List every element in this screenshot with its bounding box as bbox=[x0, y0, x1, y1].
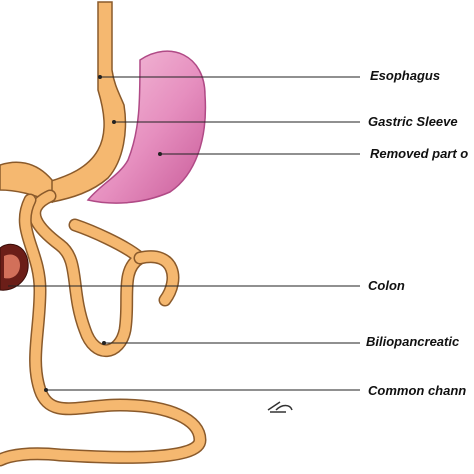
label-removed-part: Removed part o bbox=[370, 146, 469, 161]
label-biliopancreatic: Biliopancreatic bbox=[366, 334, 460, 349]
label-esophagus: Esophagus bbox=[370, 68, 441, 83]
label-colon: Colon bbox=[368, 278, 405, 293]
anchor-dots bbox=[44, 75, 162, 392]
artist-mark bbox=[267, 401, 293, 413]
colon-highlight bbox=[4, 254, 20, 279]
label-gastric-sleeve: Gastric Sleeve bbox=[368, 114, 458, 129]
leader-lines bbox=[8, 76, 360, 391]
esophagus-shape bbox=[47, 1, 127, 203]
label-common-channel: Common chann bbox=[368, 383, 467, 398]
intestinal-loops bbox=[0, 189, 207, 467]
